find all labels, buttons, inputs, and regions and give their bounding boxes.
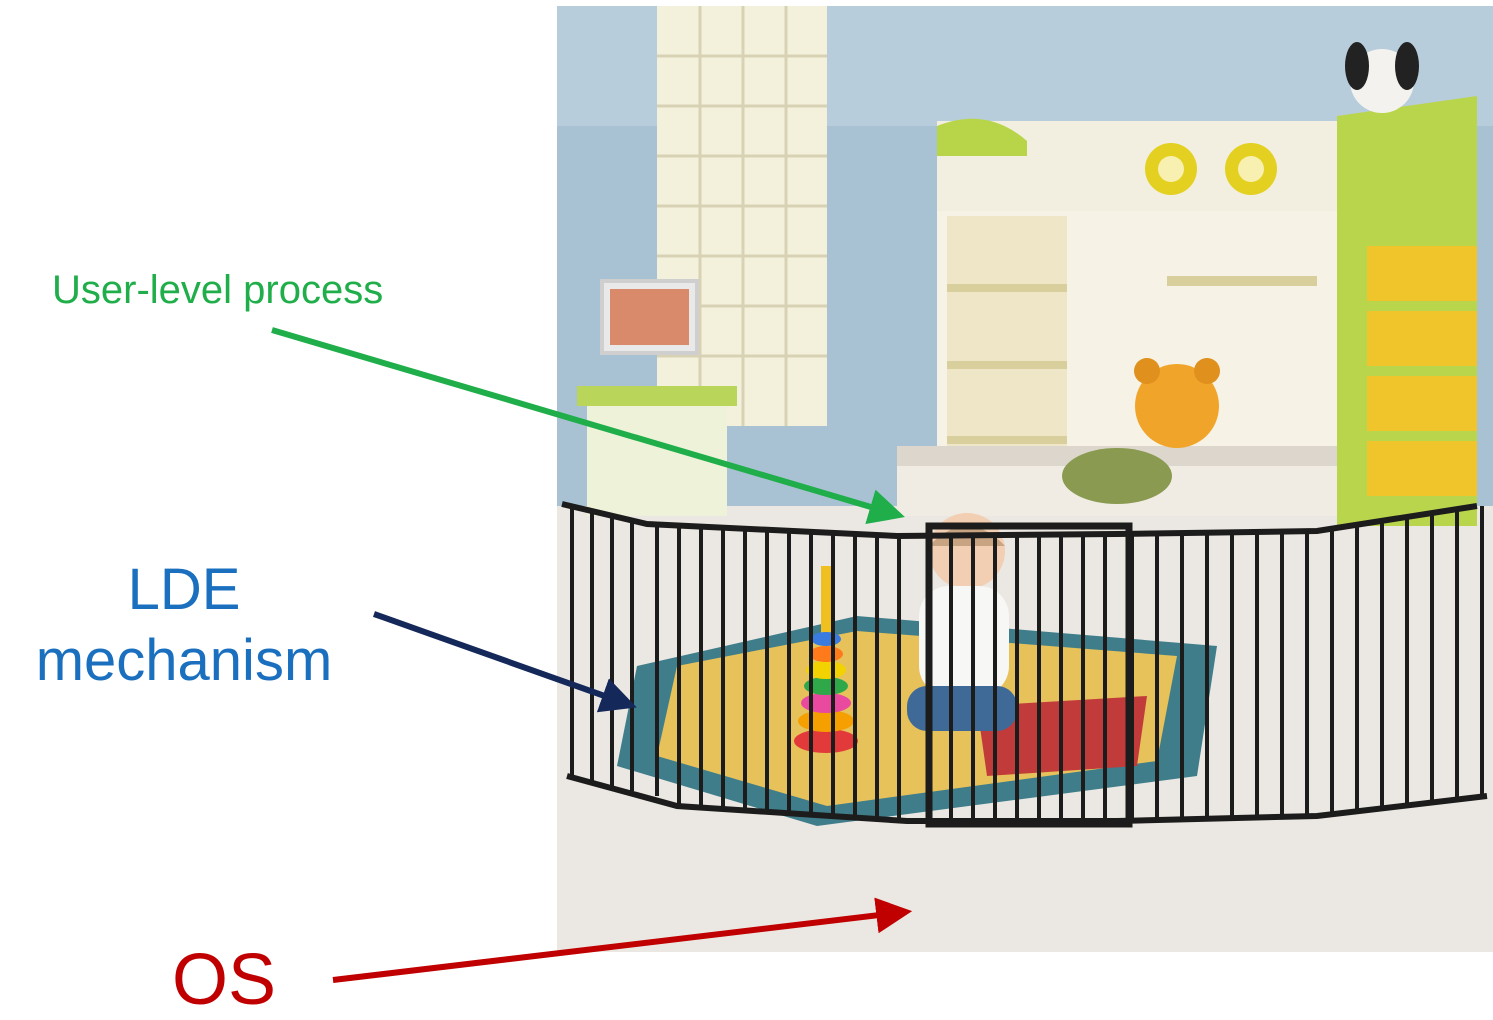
lde-label-line1: LDE [127,557,241,622]
baby [907,513,1017,731]
play-yard-fence [561,501,1488,828]
staircase [1337,96,1477,526]
window-grid [657,6,827,426]
user-level-process-label: User-level process [52,268,384,312]
lde-label-line2: mechanism [35,627,333,693]
playroom-photo [557,6,1493,952]
plush-toys [1062,42,1419,504]
lde-mechanism-label: LDE mechanism [6,555,362,697]
bunk-bed [897,118,1367,516]
os-label: OS [172,940,277,1020]
